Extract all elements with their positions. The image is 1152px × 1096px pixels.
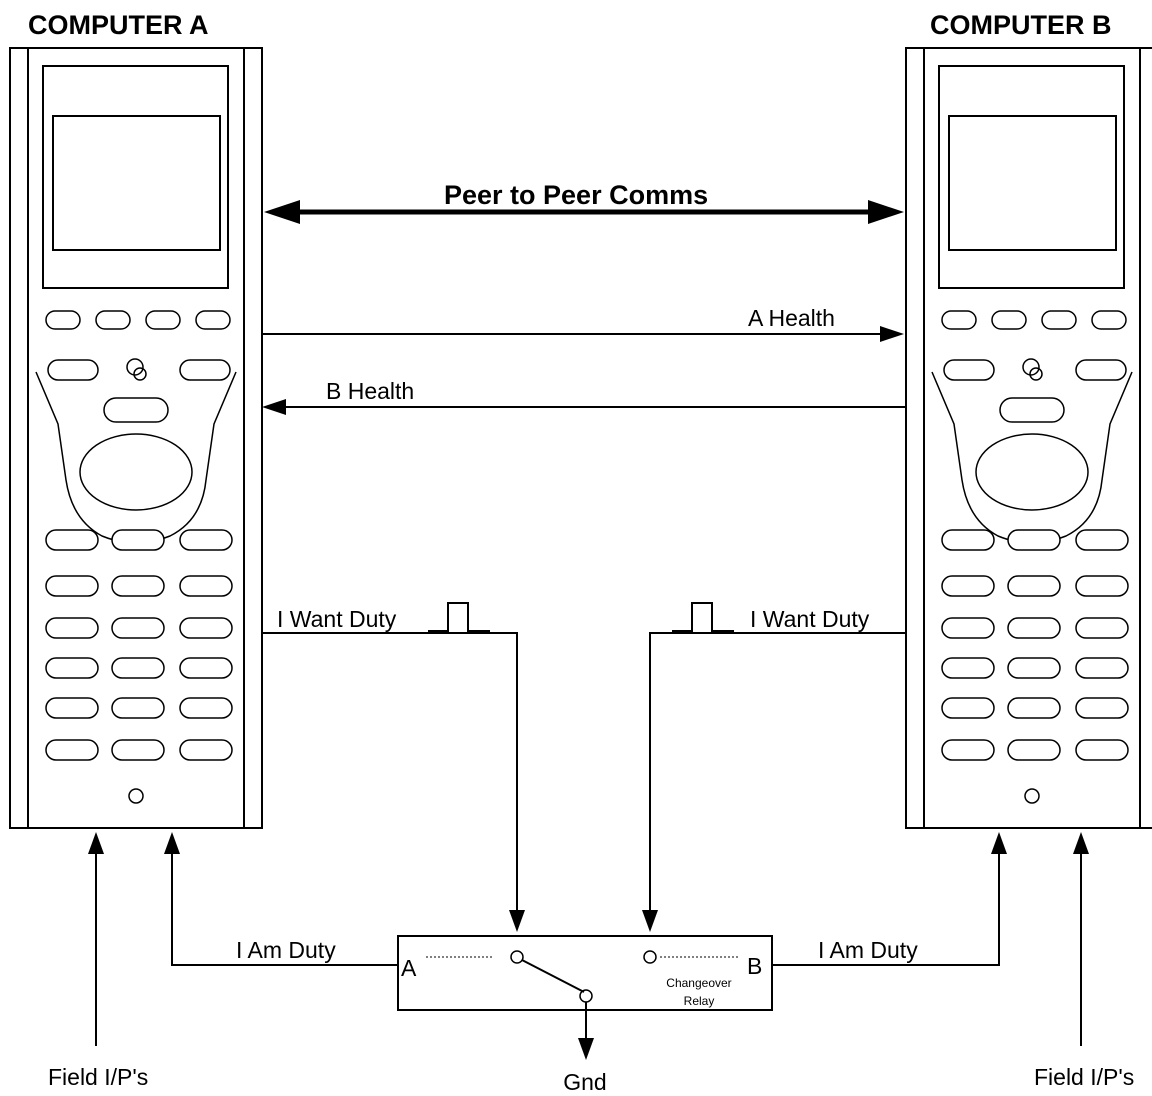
am-duty-b-label: I Am Duty [818, 937, 918, 963]
field-inputs-a-label: Field I/P's [48, 1064, 148, 1090]
want-duty-b-label: I Want Duty [750, 606, 870, 632]
a-health-label: A Health [748, 305, 835, 331]
computer-a-title: COMPUTER A [28, 10, 209, 40]
am-duty-b-line [772, 832, 1007, 966]
peer-comms-link [264, 200, 904, 224]
computer-a-device [9, 47, 263, 829]
want-duty-a-label: I Want Duty [277, 606, 397, 632]
ground-label: Gnd [563, 1069, 606, 1095]
want-duty-b-pulse-icon [672, 602, 734, 632]
field-inputs-b-label: Field I/P's [1034, 1064, 1134, 1090]
a-health-link [262, 326, 904, 342]
changeover-relay [397, 935, 773, 1011]
b-health-label: B Health [326, 378, 414, 404]
am-duty-a-label: I Am Duty [236, 937, 336, 963]
computer-b-title: COMPUTER B [930, 10, 1112, 40]
relay-caption-line1: Changeover [666, 976, 731, 990]
relay-label-a: A [401, 955, 417, 981]
peer-comms-label: Peer to Peer Comms [444, 180, 708, 210]
want-duty-a-line [262, 632, 525, 932]
want-duty-a-pulse-icon [428, 602, 490, 632]
field-inputs-a-arrow [88, 832, 104, 1046]
want-duty-b-line [642, 632, 906, 932]
computer-b-device [905, 47, 1152, 829]
field-inputs-b-arrow [1073, 832, 1089, 1046]
am-duty-a-line [164, 832, 398, 966]
b-health-link [262, 399, 906, 415]
relay-label-b: B [747, 953, 762, 979]
ground-line [578, 1002, 594, 1060]
relay-caption-line2: Relay [684, 994, 715, 1008]
